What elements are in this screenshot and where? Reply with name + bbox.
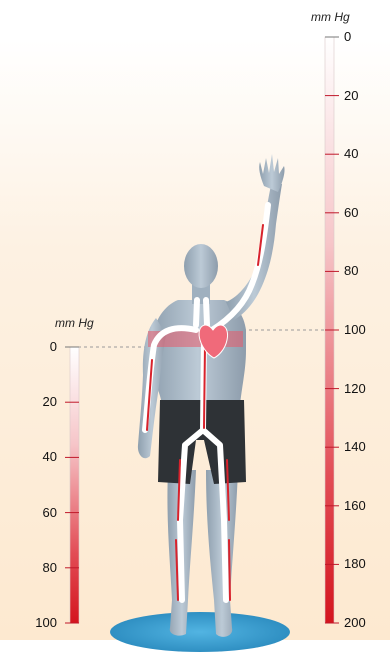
right-scale-tick-label: 60 (344, 206, 358, 219)
left-scale-tick-label: 100 (35, 616, 57, 629)
right-scale-tick-label: 100 (344, 323, 366, 336)
left-scale-tick-label: 80 (43, 561, 57, 574)
platform (110, 612, 290, 652)
right-scale-tick-label: 40 (344, 147, 358, 160)
left-pressure-scale (65, 347, 79, 623)
right-scale-tick-label: 120 (344, 382, 366, 395)
left-scale-tick-label: 0 (50, 340, 57, 353)
left-scale-tick-label: 60 (43, 506, 57, 519)
right-scale-tick-label: 160 (344, 499, 366, 512)
right-scale-tick-label: 140 (344, 440, 366, 453)
right-scale-tick-label: 180 (344, 557, 366, 570)
right-scale-tick-label: 20 (344, 89, 358, 102)
left-scale-tick-label: 20 (43, 395, 57, 408)
right-pressure-scale (325, 37, 339, 623)
right-scale-tick-label: 80 (344, 264, 358, 277)
right-scale-tick-label: 200 (344, 616, 366, 629)
left-scale-tick-label: 40 (43, 450, 57, 463)
right-scale-tick-label: 0 (344, 30, 351, 43)
